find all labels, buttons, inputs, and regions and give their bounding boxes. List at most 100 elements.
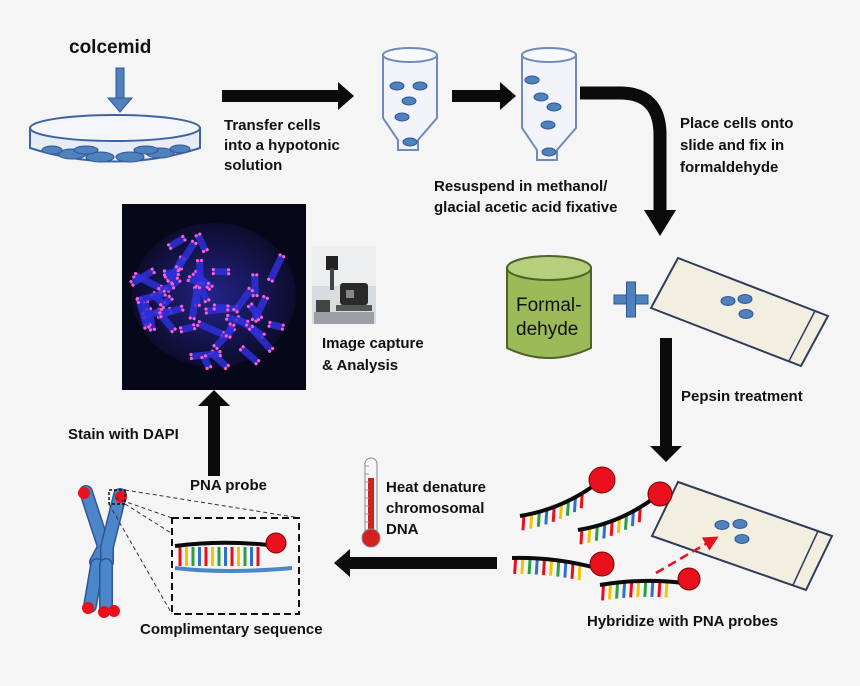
dapi-image	[122, 204, 306, 390]
dapi-chromosome	[200, 354, 213, 371]
base-tick	[602, 523, 607, 539]
dapi-chromosome	[224, 322, 236, 339]
base-tick	[549, 559, 554, 576]
base-tick	[650, 580, 655, 598]
base-tick	[556, 560, 561, 577]
dapi-chromosome	[162, 269, 180, 277]
base-tick	[601, 584, 606, 601]
resuspend-label-line-2: glacial acetic acid fixative	[434, 199, 618, 216]
arrow-to-tube-1	[222, 82, 354, 110]
dapi-chromosome	[224, 313, 250, 327]
place-label-line-1: Place cells onto	[680, 115, 794, 132]
image-capture-label-line-1: Image capture	[322, 335, 424, 352]
dapi-chromosome	[129, 267, 156, 287]
transfer-label-line-3: solution	[224, 157, 283, 174]
stain-label: Stain with DAPI	[68, 426, 179, 443]
dapi-chromosome	[247, 324, 275, 353]
base-tick	[520, 557, 525, 575]
dapi-chromosome	[166, 234, 187, 250]
dapi-chromosome	[194, 232, 209, 254]
dapi-chromosome	[251, 273, 259, 298]
base-tick	[521, 515, 526, 531]
base-tick	[637, 507, 642, 523]
base-tick	[609, 520, 614, 537]
dapi-chromosome	[267, 253, 286, 283]
dapi-chromosome	[158, 304, 185, 319]
microscope-icon	[312, 246, 376, 324]
probe-duplex	[174, 532, 293, 573]
dapi-chromosome	[267, 320, 285, 331]
formaldehyde-cylinder	[506, 255, 592, 359]
base-tick	[529, 513, 534, 529]
probe-backbone	[577, 496, 656, 532]
probe-backbone	[519, 482, 598, 518]
dapi-chromosome	[158, 294, 174, 310]
heat-label-line-1: Heat denature	[386, 479, 487, 496]
zoom-box	[171, 517, 300, 615]
base-tick	[579, 529, 584, 545]
pna-probe-label: PNA probe	[190, 477, 267, 494]
thermometer-icon	[361, 457, 381, 548]
petri-dish-icon	[29, 114, 201, 163]
base-tick	[587, 527, 592, 543]
base-tick	[572, 497, 577, 513]
base-tick	[563, 561, 568, 578]
arrow-to-slide	[580, 86, 676, 236]
pepsin-label: Pepsin treatment	[681, 388, 803, 405]
base-tick	[615, 582, 620, 599]
probe-head	[589, 551, 615, 577]
place-label-line-3: formaldehyde	[680, 159, 779, 176]
base-tick	[558, 503, 563, 520]
target-strand	[174, 566, 293, 573]
probe-head	[677, 567, 701, 591]
dapi-chromosome	[186, 275, 211, 289]
dapi-chromosome	[232, 286, 254, 314]
dapi-chromosome	[178, 323, 197, 334]
base-tick	[657, 581, 662, 598]
dapi-chromosome	[211, 268, 231, 276]
probe-head	[265, 532, 287, 554]
plus-icon	[613, 281, 649, 318]
base-tick	[636, 580, 641, 598]
probe-head	[588, 466, 616, 494]
base-tick	[579, 493, 584, 509]
probe-backbone	[174, 540, 269, 548]
hybridize-label: Hybridize with PNA probes	[587, 613, 779, 630]
transfer-label-line-2: into a hypotonic	[224, 137, 340, 154]
colcemid-arrow	[106, 67, 134, 113]
chromosome-icon	[78, 485, 127, 618]
base-tick	[536, 511, 541, 527]
base-tick	[630, 511, 635, 527]
base-tick	[623, 514, 628, 530]
arrow-to-chromosome	[334, 549, 497, 577]
pna-probes-group	[511, 466, 701, 601]
base-tick	[594, 525, 599, 541]
colcemid-label: colcemid	[69, 37, 152, 58]
probe-head	[647, 481, 673, 507]
base-tick	[608, 583, 613, 600]
base-tick	[541, 558, 546, 576]
base-tick	[570, 562, 575, 579]
probe-backbone	[599, 578, 684, 587]
place-label-line-2: slide and fix in	[680, 137, 785, 154]
slide-icon	[649, 256, 830, 368]
resuspend-label-line-1: Resuspend in methanol/	[434, 178, 608, 195]
dapi-chromosome	[188, 285, 202, 321]
probe-backbone	[511, 555, 597, 570]
dapi-chromosome	[246, 302, 264, 322]
base-tick	[643, 580, 648, 598]
tube-icon	[382, 47, 438, 151]
heat-label-line-2: chromosomal	[386, 500, 485, 517]
base-tick	[527, 558, 532, 575]
base-tick	[629, 581, 634, 598]
arrow-to-tube-2	[452, 82, 516, 110]
zoom-source-box	[108, 489, 126, 505]
image-capture-label-line-2: & Analysis	[322, 357, 399, 374]
base-tick	[534, 558, 539, 575]
dapi-chromosome	[174, 239, 198, 271]
slide-icon	[650, 480, 834, 592]
base-tick	[616, 517, 621, 534]
base-tick	[544, 509, 549, 525]
base-tick	[565, 500, 570, 516]
